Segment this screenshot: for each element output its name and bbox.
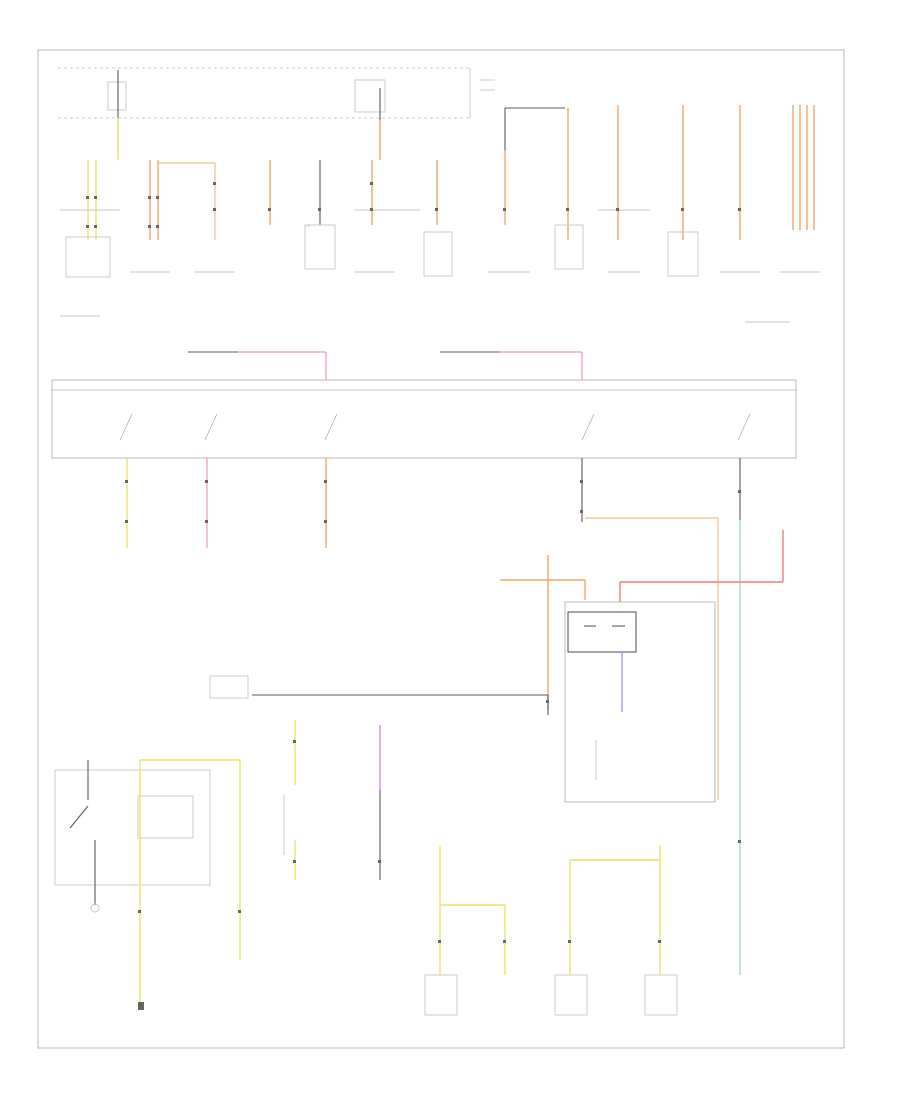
fuse-box <box>58 67 495 119</box>
top-feed-wires <box>117 70 815 240</box>
junction-1 <box>65 236 111 278</box>
junction-2 <box>304 224 336 270</box>
lower-wires <box>294 720 661 975</box>
connector-dots <box>86 182 741 943</box>
ground-node <box>90 903 144 1010</box>
junction-5 <box>667 231 699 277</box>
junction-4 <box>554 224 584 270</box>
junction-8 <box>644 974 678 1016</box>
connector-block-row <box>60 209 820 323</box>
bottom-connector-row <box>307 224 678 1016</box>
ignition-switch-block <box>54 675 285 1002</box>
junction-9 <box>307 224 310 227</box>
switch-feed-wires <box>188 351 583 380</box>
junction-6 <box>424 974 458 1016</box>
switch-output-wires <box>126 458 741 975</box>
junction-3 <box>423 231 453 277</box>
relay-module <box>252 517 784 803</box>
junction-7 <box>554 974 588 1016</box>
headlight-switch-panel <box>51 379 797 459</box>
diagram-border <box>37 49 845 1049</box>
